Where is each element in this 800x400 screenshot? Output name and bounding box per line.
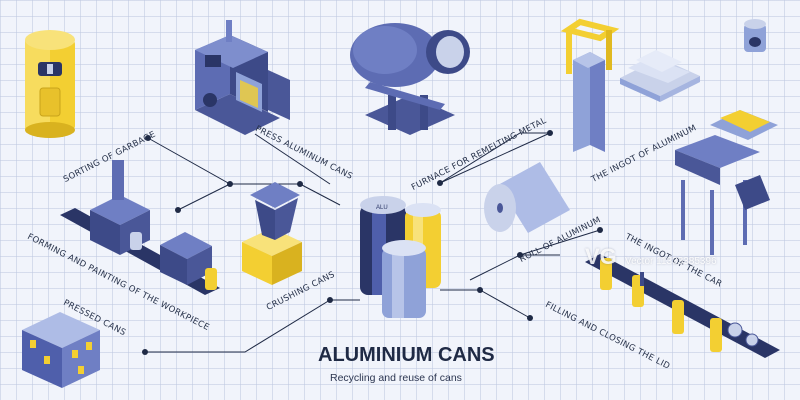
forming-conveyor-icon [60,160,220,295]
connector-lid [519,229,601,256]
connector-filling [440,289,531,319]
page-subtitle: Recycling and reuse of cans [330,372,462,384]
connector-dots [142,130,603,355]
watermark-url: Vector 11333385396 [625,256,717,267]
connector-press [254,133,331,185]
connector-roll [469,254,560,281]
watermark-logo: VG [585,244,617,269]
aluminum-roll-icon [484,162,570,233]
connector-forming [177,183,231,211]
connector-pressed [145,299,360,353]
hopper-machine-icon [675,110,778,255]
recycling-bin-icon [25,30,75,138]
ingot-tower-icon [560,18,620,152]
can-label: ALU [376,205,388,211]
can-press-icon [195,20,290,135]
filling-conveyor-icon [585,254,780,358]
furnace-icon [350,23,470,135]
pressed-cans-icon [22,312,100,388]
connector-furnace [439,132,550,184]
connector-ingot [439,132,551,184]
ingot-stack-icon [620,50,700,102]
connector-lines [145,132,601,353]
connector-crushing [299,183,341,206]
crushing-machine-icon [242,182,302,285]
center-cans-icon [360,196,441,318]
page-title: ALUMINIUM CANS [318,344,495,366]
can-icon [744,19,766,52]
